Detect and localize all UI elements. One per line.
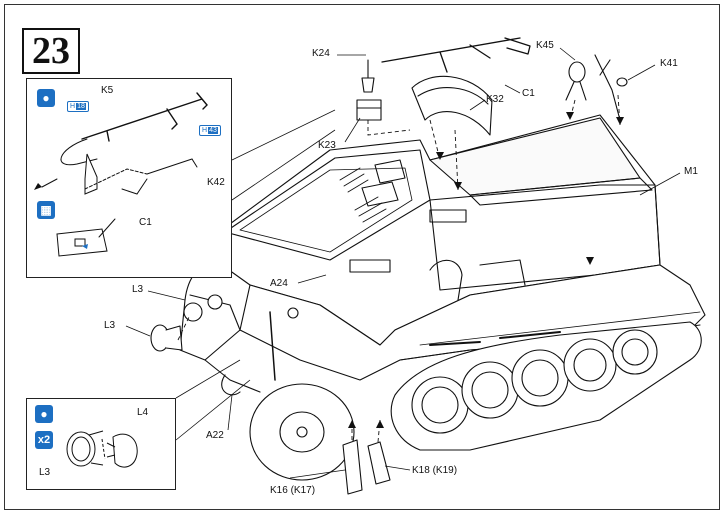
label-k18-k19: K18 (K19) [412, 465, 458, 476]
label-c1-inset: C1 [139, 217, 152, 228]
label-k24: K24 [312, 48, 330, 59]
label-l3-upper: L3 [132, 284, 144, 295]
paint-tag-code: H [202, 127, 208, 134]
label-l3-mid: L3 [104, 320, 116, 331]
label-k23: K23 [318, 140, 336, 151]
label-k5: K5 [101, 85, 114, 96]
label-a24: A24 [270, 278, 288, 289]
label-k32: K32 [486, 94, 504, 105]
multiply-icon: x2 [35, 431, 53, 449]
paint-drop-icon: ● [37, 89, 55, 107]
label-a22: A22 [206, 430, 224, 441]
label-m1: M1 [684, 166, 698, 177]
headlight-subassembly-inset: ● x2 L4 L3 [26, 398, 176, 490]
mg-subassembly-drawing [34, 92, 208, 257]
step-number: 23 [22, 28, 80, 74]
label-k42: K42 [207, 177, 225, 188]
label-l4: L4 [137, 407, 149, 418]
label-k16-k17: K16 (K17) [270, 485, 316, 496]
sprue-icon: ▦ [37, 201, 55, 219]
page-frame [4, 4, 720, 510]
paint-drop-icon: ● [35, 405, 53, 423]
label-k41: K41 [660, 58, 678, 69]
paint-tag-code: H [70, 103, 76, 110]
headlight-drawing [66, 430, 138, 468]
paint-tag-number: 43 [208, 127, 218, 134]
label-c1: C1 [522, 88, 535, 99]
paint-tag-number: 18 [76, 103, 86, 110]
label-l3-inset: L3 [39, 467, 51, 478]
label-k45: K45 [536, 40, 554, 51]
